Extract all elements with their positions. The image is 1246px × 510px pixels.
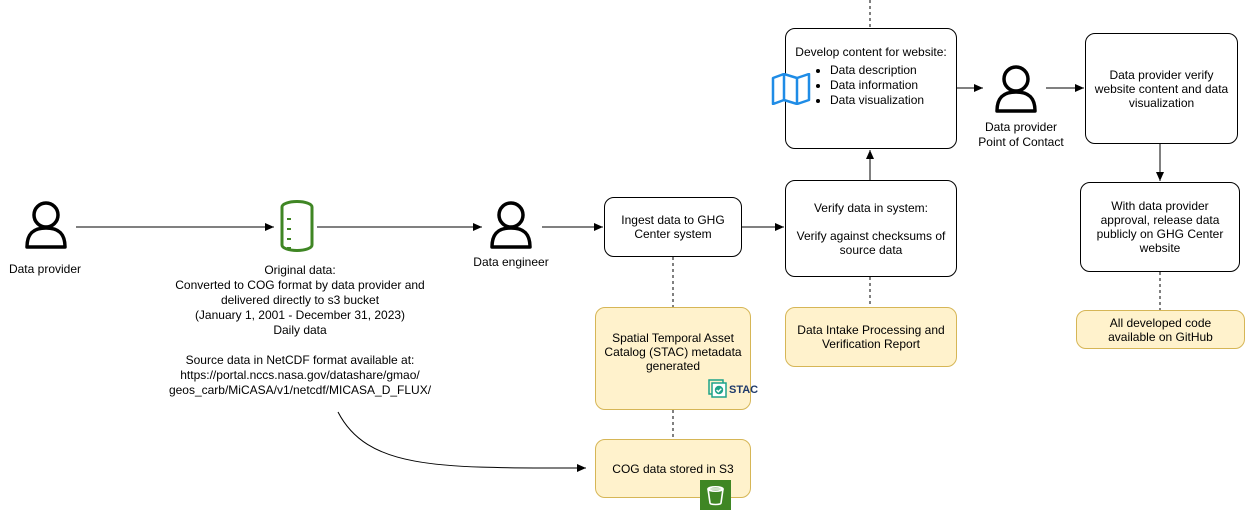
provider-verify-text: Data provider verify website content and… [1094,67,1229,110]
list-item: Data information [830,78,948,93]
user-icon [490,201,532,249]
stac-icon [708,379,727,398]
develop-content-title: Develop content for website: [795,45,947,59]
user-icon [25,201,67,249]
intake-report-note: Data Intake Processing and Verification … [785,307,957,367]
user-icon [995,65,1037,113]
develop-content-box: Develop content for website: Data descri… [785,28,957,149]
ingest-data-box: Ingest data to GHG Center system [604,197,742,257]
arrow-original-data-to-s3 [337,411,587,473]
data-engineer-label: Data engineer [473,255,549,269]
verify-data-text: Verify data in system: Verify against ch… [796,200,946,257]
data-provider-label: Data provider [8,262,82,276]
provider-verify-box: Data provider verify website content and… [1085,33,1238,144]
release-data-box: With data provider approval, release dat… [1080,182,1240,272]
s3-bucket-icon [700,480,731,510]
stac-metadata-note: Spatial Temporal Asset Catalog (STAC) me… [595,307,751,410]
list-item: Data description [830,63,948,78]
develop-content-list: Data description Data information Data v… [794,63,948,108]
cog-s3-note: COG data stored in S3 [595,439,751,498]
map-icon [771,73,811,105]
github-text: All developed code available on GitHub [1108,315,1213,344]
ingest-data-text: Ingest data to GHG Center system [621,213,725,241]
stac-metadata-text: Spatial Temporal Asset Catalog (STAC) me… [604,330,742,373]
list-item: Data visualization [830,93,948,108]
cog-s3-text: COG data stored in S3 [612,461,734,476]
intake-report-text: Data Intake Processing and Verification … [797,323,945,351]
point-of-contact-label: Data provider Point of Contact [978,120,1064,149]
database-icon [280,200,314,253]
stac-logo: STAC [708,378,758,402]
verify-data-box: Verify data in system: Verify against ch… [785,180,957,277]
original-data-description: Original data: Converted to COG format b… [168,263,432,397]
release-data-text: With data provider approval, release dat… [1096,199,1224,255]
github-note: All developed code available on GitHub [1076,310,1245,349]
stac-logo-text: STAC [729,384,759,396]
